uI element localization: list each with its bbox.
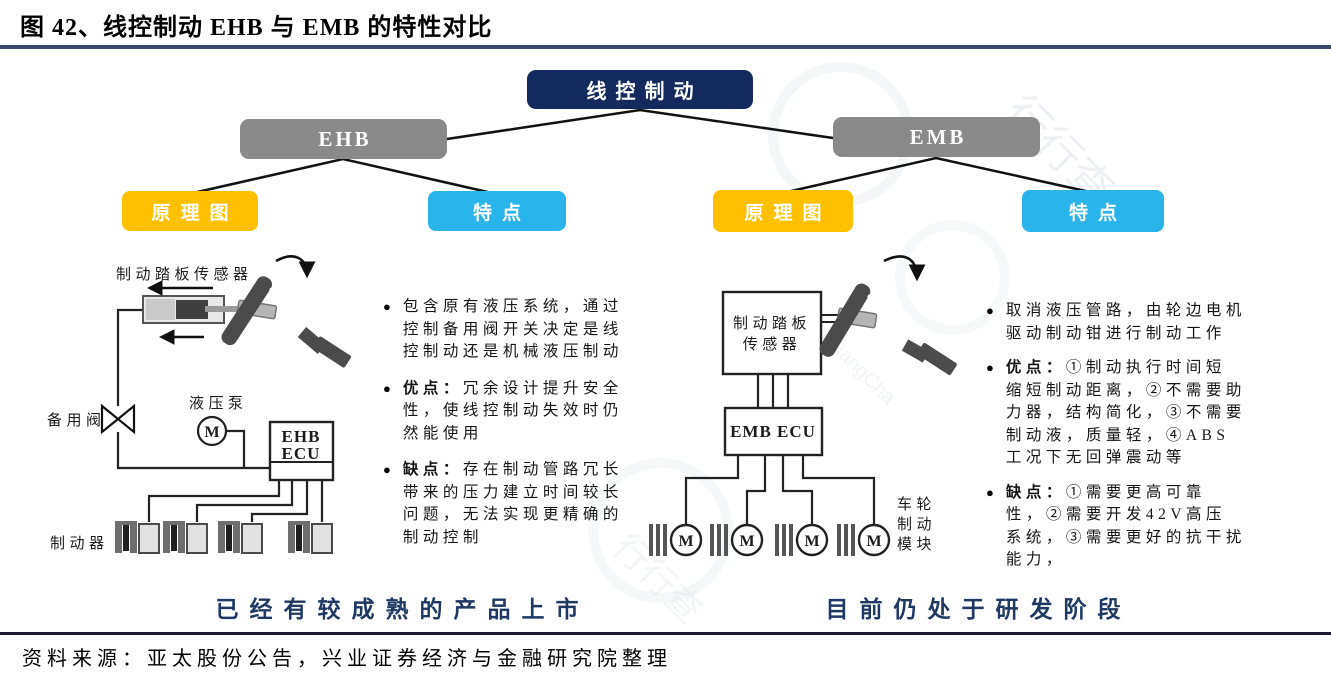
pedal-press-arrow xyxy=(883,255,926,282)
ehb-ecu-label-line1: EHB xyxy=(282,427,321,446)
brake-wiring xyxy=(147,480,324,522)
tree-leaf-ehb-schematic: 原理图 xyxy=(122,191,258,231)
feature-item: ● 包含原有液压系统，通过控制备用阀开关决定是线控制动还是机械液压制动 xyxy=(383,296,643,364)
wheel-module-label-line1: 车轮 xyxy=(897,496,936,513)
pedal-sensor-label: 制动踏板传感器 xyxy=(116,265,253,283)
brake-pedal xyxy=(221,276,351,368)
feature-prefix: 优点： xyxy=(402,379,463,397)
pedal-press-arrow xyxy=(275,255,316,279)
feature-item: ● 缺点：①需要更高可靠性，②需要开发42V高压系统，③需要更好的抗干扰能力， xyxy=(986,482,1252,572)
feature-item: ● 取消液压管路，由轮边电机驱动制动钳进行制动工作 xyxy=(986,300,1252,345)
wheel-brake-module: M xyxy=(775,523,829,557)
ehb-feature-list: ● 包含原有液压系统，通过控制备用阀开关决定是线控制动还是机械液压制动 ● 优点… xyxy=(383,296,643,563)
brake-unit xyxy=(218,521,263,554)
emb-pedal-sensor-line1: 制动踏板 xyxy=(733,314,811,332)
feature-text: ①需要更高可靠性，②需要开发42V高压系统，③需要更好的抗干扰能力， xyxy=(1005,483,1246,569)
brakes-label: 制动器 xyxy=(50,535,109,552)
figure-title: 图 42、线控制动 EHB 与 EMB 的特性对比 xyxy=(20,15,493,41)
wheel-motor-label: M xyxy=(804,533,819,550)
ehb-ecu-label-line2: ECU xyxy=(282,444,321,463)
tree-leaf-emb-schematic: 原理图 xyxy=(713,190,853,232)
emb-status-caption: 目前仍处于研发阶段 xyxy=(825,597,1132,622)
feature-text: 冗余设计提升安全性，使线控制动失效时仍然能使用 xyxy=(402,379,623,442)
wheel-brake-modules: M M M M xyxy=(649,523,891,557)
feature-item: ● 缺点：存在制动管路冗长带来的压力建立时间较长问题，无法实现更精确的制动控制 xyxy=(383,459,643,549)
brake-pedal xyxy=(819,283,957,375)
bullet-icon: ● xyxy=(383,380,391,396)
feature-item: ● 优点：①制动执行时间短缩短制动距离，②不需要助力器，结构简化，③不需要制动液… xyxy=(986,357,1252,470)
feature-text: 包含原有液压系统，通过控制备用阀开关决定是线控制动还是机械液压制动 xyxy=(402,298,623,360)
pedal-linkage xyxy=(236,299,278,320)
feature-prefix: 缺点： xyxy=(402,461,463,478)
feature-prefix: 缺点： xyxy=(1005,483,1066,501)
pump-motor-label: M xyxy=(204,424,219,441)
ehb-ecu-box: EHB ECU xyxy=(268,420,335,482)
emb-feature-list: ● 取消液压管路，由轮边电机驱动制动钳进行制动工作 ● 优点：①制动执行时间短缩… xyxy=(986,300,1252,584)
emb-schematic: 制动踏板 传感器 xyxy=(649,255,957,557)
wheel-module-label-line2: 制动 xyxy=(897,516,936,533)
wheel-motor-label: M xyxy=(678,533,693,550)
wheel-motor-label: M xyxy=(866,533,881,550)
watermark-text: HangHangCha xyxy=(790,300,900,410)
brake-units xyxy=(115,521,333,554)
wheel-brake-module: M xyxy=(710,523,764,557)
tree-leaf-emb-features: 特点 xyxy=(1022,190,1164,232)
bullet-icon: ● xyxy=(986,360,994,375)
ehb-status-caption: 已经有较成熟的产品上市 xyxy=(215,597,590,622)
bullet-icon: ● xyxy=(383,299,391,314)
pump-motor xyxy=(196,415,228,447)
footer-divider xyxy=(0,632,1331,635)
backup-valve xyxy=(100,403,136,435)
emb-ecu-box: EMB ECU xyxy=(723,406,824,457)
bullet-icon: ● xyxy=(986,484,994,500)
tree-root-brake-by-wire: 线控制动 xyxy=(527,70,753,109)
feature-prefix: 优点： xyxy=(1005,359,1066,376)
wheel-brake-module: M xyxy=(649,523,703,557)
sensor-ecu-wiring xyxy=(756,374,790,408)
ehb-schematic: M xyxy=(47,255,351,554)
brake-unit xyxy=(288,521,333,554)
tree-branch-ehb: EHB xyxy=(240,119,447,159)
hydraulic-pipes xyxy=(116,308,270,470)
backup-valve-label: 备用阀 xyxy=(47,412,106,429)
emb-ecu-label: EMB ECU xyxy=(730,422,816,441)
feature-text: ①制动执行时间短缩短制动距离，②不需要助力器，结构简化，③不需要制动液，质量轻，… xyxy=(1005,359,1246,466)
pump-label: 液压泵 xyxy=(189,395,248,412)
feature-item: ● 优点：冗余设计提升安全性，使线控制动失效时仍然能使用 xyxy=(383,378,643,446)
emb-pedal-sensor-line2: 传感器 xyxy=(743,336,802,353)
wheel-module-label-line3: 模块 xyxy=(897,536,936,553)
emb-pedal-linkage xyxy=(821,307,878,329)
brake-unit xyxy=(115,521,160,554)
feature-text: 存在制动管路冗长带来的压力建立时间较长问题，无法实现更精确的制动控制 xyxy=(402,461,623,546)
title-underline xyxy=(0,45,1331,49)
wheel-motor-label: M xyxy=(739,533,754,550)
source-note: 资料来源：亚太股份公告，兴业证券经济与金融研究院整理 xyxy=(22,648,672,670)
feature-text: 取消液压管路，由轮边电机驱动制动钳进行制动工作 xyxy=(1005,302,1246,342)
emb-pedal-sensor-box: 制动踏板 传感器 xyxy=(721,290,823,376)
wheel-module-wiring xyxy=(684,455,876,524)
bullet-icon: ● xyxy=(383,462,391,477)
master-cylinder xyxy=(142,295,243,324)
brake-unit xyxy=(163,521,208,554)
bullet-icon: ● xyxy=(986,303,994,318)
wheel-brake-module: M xyxy=(837,523,891,557)
tree-branch-emb: EMB xyxy=(833,117,1040,157)
tree-leaf-ehb-features: 特点 xyxy=(428,191,566,231)
